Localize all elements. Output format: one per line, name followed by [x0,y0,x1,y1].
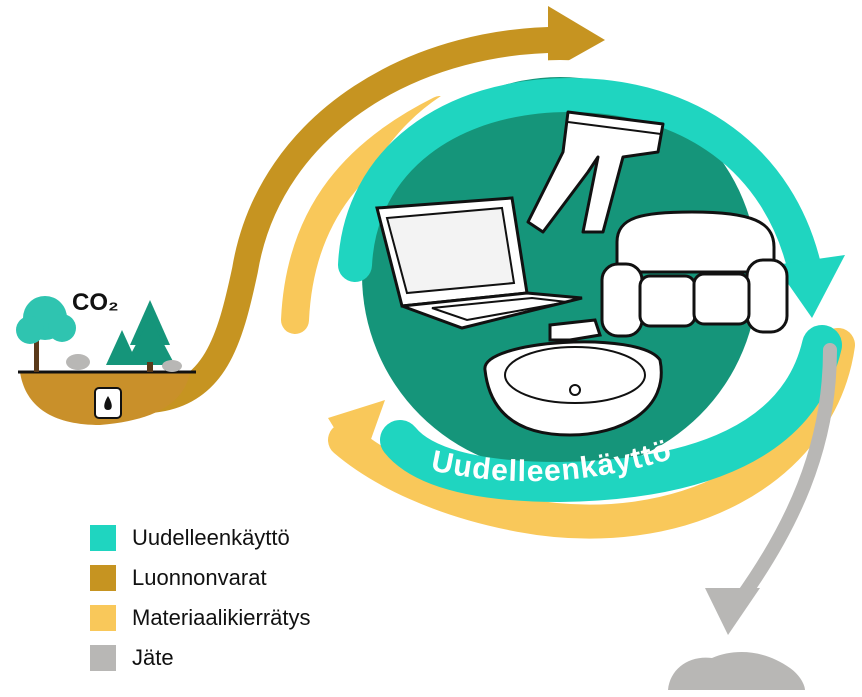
rock-icon [66,354,90,370]
natural-resources-arrow [137,26,588,413]
legend-swatch [90,525,116,551]
legend-swatch [90,645,116,671]
legend-label: Uudelleenkäyttö [132,525,290,550]
laptop-icon [375,196,583,330]
sofa-icon [600,210,789,338]
waste-arrowhead [705,588,760,635]
legend-item: Uudelleenkäyttö [90,518,311,558]
waste-pile [668,652,805,690]
legend-item: Luonnonvarat [90,558,311,598]
natural-resources-arrowhead [548,6,605,72]
legend-item: Jäte [90,638,311,678]
ground-scene: CO₂ [16,289,196,425]
reuse-ring [338,77,822,287]
recycling-arrow [328,328,855,539]
legend-swatch [90,605,116,631]
waste-arrow [733,343,837,607]
legend-label: Luonnonvarat [132,565,267,590]
legend-swatch [90,565,116,591]
reuse-arrowhead [775,255,845,318]
sink-icon [483,318,663,437]
jeans-icon [526,110,665,234]
reuse-ring-lower [380,325,842,503]
oil-barrel-icon [94,387,122,419]
legend-label: Materiaalikierrätys [132,605,311,630]
recycling-arrowhead [328,400,385,470]
legend-label: Jäte [132,645,174,670]
co2-label: CO₂ [72,289,119,316]
legend-item: Materiaalikierrätys [90,598,311,638]
